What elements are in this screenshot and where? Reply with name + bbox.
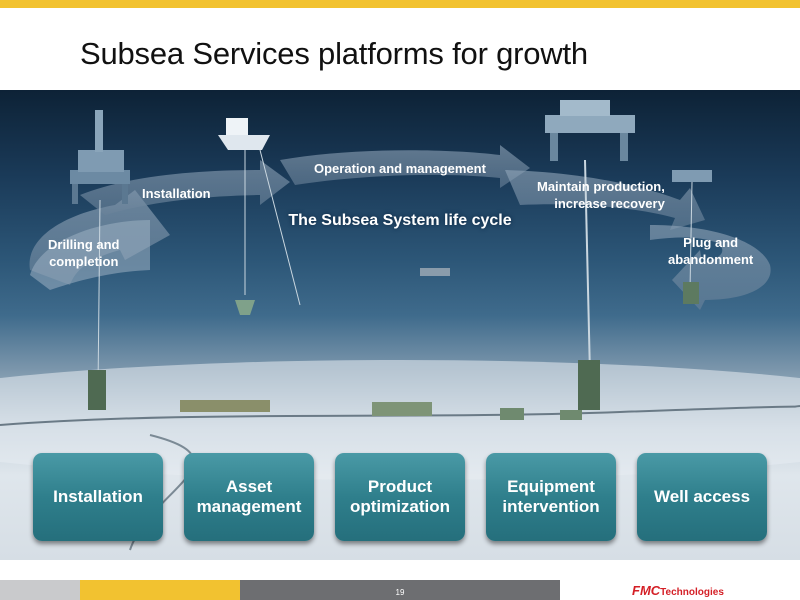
service-well-access: Well access [637,453,767,541]
arrow-installation [80,160,290,215]
top-accent-bar [0,0,800,8]
stage-plug-abandonment: Plug and abandonment [668,234,753,268]
stage-installation: Installation [142,185,211,202]
footer-segment-light [0,580,80,600]
service-label: Product optimization [349,477,451,516]
service-label: Installation [53,487,143,506]
stage-drilling-completion: Drilling and completion [48,236,120,270]
stage-label: Plug and abandonment [668,235,754,267]
stage-maintain-production: Maintain production, increase recovery [537,178,665,212]
service-label: Well access [653,487,751,506]
stage-label: Maintain production, increase recovery [537,179,665,211]
service-label: Equipment intervention [502,477,600,516]
page-number: 19 [395,588,405,597]
service-asset-management: Asset management [184,453,314,541]
drilling-rig [70,110,130,410]
fmc-logo: FMCTechnologies [632,582,724,600]
footer-segment-gray [240,580,560,600]
intervention-rig [672,170,712,304]
service-equipment-intervention: Equipment intervention [486,453,616,541]
production-platform [545,100,635,410]
stage-label: Drilling and completion [48,237,120,269]
stage-label: Installation [142,186,211,201]
logo-mark: FMC [632,583,661,598]
logo-text: Technologies [660,587,724,598]
scene-illustration [0,100,800,551]
service-installation: Installation [33,453,163,541]
lifecycle-title: The Subsea System life cycle [288,212,512,229]
stage-label: Operation and management [314,161,486,176]
stage-operation-management: Operation and management [314,160,486,177]
arrow-plug [650,225,771,310]
footer-segment-yellow [80,580,240,600]
pipeline [0,405,800,426]
service-product-optimization: Product optimization [335,453,465,541]
page-title: Subsea Services platforms for growth [80,36,588,71]
arrow-drilling-body [30,220,150,290]
arrow-operation [280,145,530,188]
seabed-equipment [180,268,582,420]
arrow-maintain [505,170,705,230]
service-label: Asset management [196,477,302,516]
installation-vessel [218,118,301,315]
